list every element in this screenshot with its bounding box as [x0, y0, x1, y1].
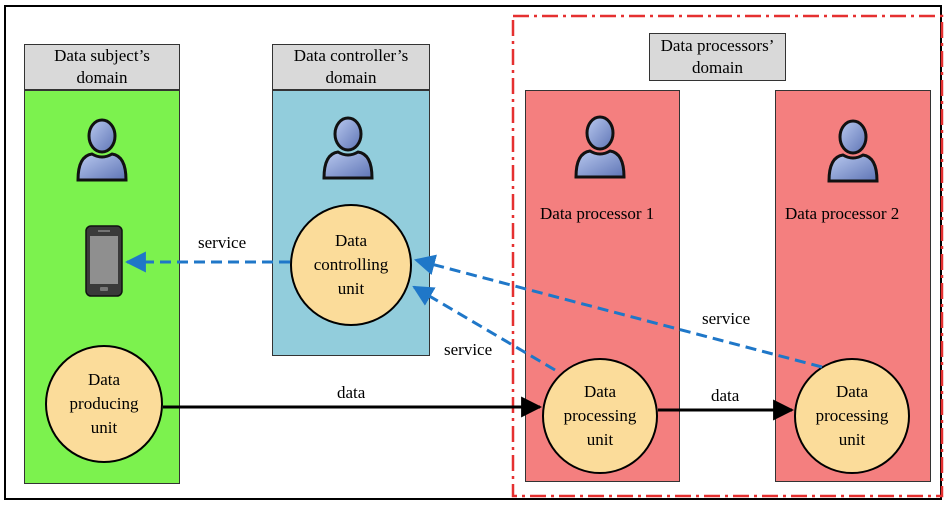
- subject-domain-label: Data subject’s domain: [24, 44, 180, 90]
- processor-1-title: Data processor 1: [540, 204, 655, 223]
- service-label-processor-2: service: [702, 309, 751, 328]
- processors-boundary: [511, 14, 944, 498]
- processors-domain-label: Data processors’ domain: [649, 33, 786, 81]
- person-icon: [827, 119, 879, 183]
- data-label-main: data: [337, 383, 366, 402]
- data-producing-unit: Data producing unit: [45, 345, 163, 463]
- data-controlling-unit: Data controlling unit: [290, 204, 412, 326]
- processor-2-title: Data processor 2: [785, 204, 900, 223]
- person-icon: [322, 116, 374, 180]
- smartphone-icon: [85, 225, 123, 297]
- service-label-processor-1: service: [444, 340, 493, 359]
- data-processing-unit-2: Data processing unit: [794, 358, 910, 474]
- controller-domain-label: Data controller’s domain: [272, 44, 430, 90]
- data-processing-unit-1: Data processing unit: [542, 358, 658, 474]
- diagram-frame: [4, 5, 942, 500]
- service-arrow-from-processor-1: [412, 285, 556, 372]
- service-arrow-from-processor-2: [413, 254, 823, 369]
- person-icon: [574, 115, 626, 179]
- data-label-processors: data: [711, 386, 740, 405]
- service-label-phone: service: [198, 233, 247, 252]
- person-icon: [76, 118, 128, 182]
